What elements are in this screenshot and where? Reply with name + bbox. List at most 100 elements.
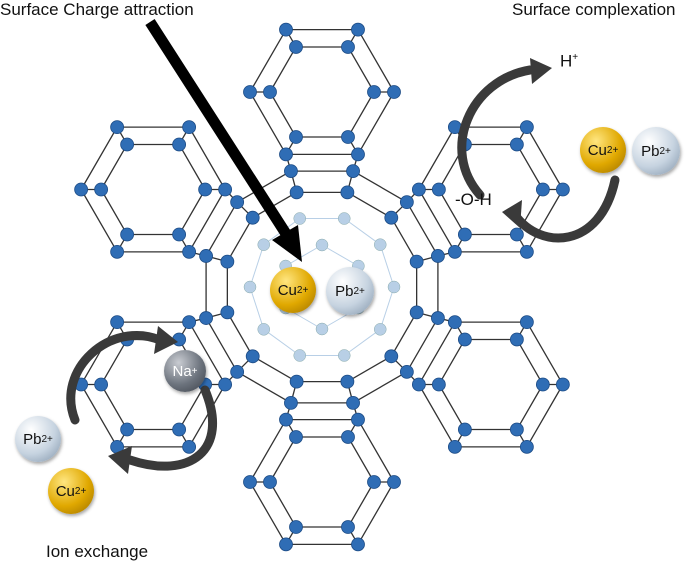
framework-node xyxy=(182,120,197,135)
inner-node xyxy=(243,280,257,294)
framework-node xyxy=(341,40,355,54)
framework-edge xyxy=(100,339,128,385)
ion-charge: 2+ xyxy=(353,285,365,297)
framework-edge xyxy=(390,217,418,262)
framework-edge xyxy=(236,170,292,203)
surface-charge-arrow xyxy=(145,19,295,243)
label-surface-complexation: Surface complexation xyxy=(512,0,676,19)
exchange-arrow-down xyxy=(125,385,218,471)
framework-edge xyxy=(357,419,395,483)
framework-node xyxy=(182,244,197,259)
framework-node xyxy=(279,147,293,162)
inner-node xyxy=(315,322,329,336)
framework-edge xyxy=(526,126,564,190)
ion-charge: + xyxy=(191,365,198,377)
framework-edge xyxy=(263,328,301,356)
framework-edge xyxy=(438,189,466,235)
framework-edge xyxy=(347,481,375,528)
framework-edge xyxy=(285,244,323,267)
framework-edge xyxy=(418,321,456,385)
framework-edge xyxy=(526,189,564,253)
framework-node xyxy=(457,227,472,242)
framework-node xyxy=(341,130,355,144)
framework-node xyxy=(399,364,414,379)
framework-edge xyxy=(269,46,297,93)
framework-node xyxy=(519,120,534,135)
framework-edge xyxy=(390,312,418,357)
framework-edge xyxy=(516,144,544,190)
framework-edge xyxy=(418,384,456,448)
framework-node xyxy=(263,475,277,489)
framework-node xyxy=(218,377,233,392)
framework-edge xyxy=(80,126,118,190)
framework-node xyxy=(351,22,365,37)
ion-charge: 2+ xyxy=(41,433,53,445)
h-ion-symbol: H xyxy=(560,51,573,71)
framework-edge xyxy=(249,481,287,545)
label-hydroxyl: -O-H xyxy=(455,190,492,209)
framework-edge xyxy=(80,384,118,448)
framework-edge xyxy=(100,189,128,235)
framework-edge xyxy=(526,384,564,448)
framework-node xyxy=(341,520,355,534)
framework-node xyxy=(120,137,135,152)
framework-node xyxy=(289,430,303,444)
inner-node xyxy=(257,323,271,336)
label-h-ion: H+ xyxy=(560,48,578,72)
framework-edge xyxy=(100,144,128,190)
framework-edge xyxy=(249,91,287,155)
framework-edge xyxy=(100,384,128,430)
arrow-head-icon xyxy=(272,225,302,262)
framework-edge xyxy=(269,436,297,483)
framework-node xyxy=(399,195,414,210)
arrow-head-icon xyxy=(502,200,522,228)
framework-edge xyxy=(236,371,292,404)
framework-edge xyxy=(418,189,456,253)
ion-symbol: Cu xyxy=(55,482,75,500)
framework-node xyxy=(284,164,298,178)
framework-node xyxy=(431,249,445,263)
inner-node xyxy=(257,238,271,251)
framework-node xyxy=(535,377,550,392)
framework-edge xyxy=(249,419,287,483)
framework-node xyxy=(384,349,399,364)
inner-node xyxy=(293,349,307,362)
framework-edge xyxy=(249,244,265,288)
framework-node xyxy=(340,374,355,389)
framework-node xyxy=(218,182,233,197)
framework-node xyxy=(172,227,187,242)
framework-edge xyxy=(347,46,375,93)
framework-edge xyxy=(249,29,287,93)
framework-node xyxy=(367,475,381,489)
framework-node xyxy=(279,22,293,37)
framework-node xyxy=(243,85,257,99)
framework-edge xyxy=(188,384,226,448)
inner-node xyxy=(337,212,351,225)
framework-edge xyxy=(178,384,206,430)
ion-symbol: Cu xyxy=(277,281,297,299)
framework-node xyxy=(509,137,524,152)
framework-node xyxy=(447,315,462,330)
framework-edge xyxy=(205,317,238,373)
framework-node xyxy=(411,182,426,197)
framework-edge xyxy=(347,355,392,383)
framework-node xyxy=(384,210,399,225)
ion-symbol: Cu xyxy=(587,141,607,159)
framework-node xyxy=(279,537,293,552)
framework-edge xyxy=(343,218,381,246)
framework-edge xyxy=(418,126,456,190)
ion-charge: 2+ xyxy=(296,284,309,296)
complexation-arrow-up xyxy=(457,65,535,200)
framework-node xyxy=(519,244,534,259)
ion-symbol: Pb xyxy=(23,430,42,448)
framework-node xyxy=(346,164,360,178)
framework-node xyxy=(172,137,187,152)
framework-node xyxy=(120,227,135,242)
framework-node xyxy=(519,439,534,454)
